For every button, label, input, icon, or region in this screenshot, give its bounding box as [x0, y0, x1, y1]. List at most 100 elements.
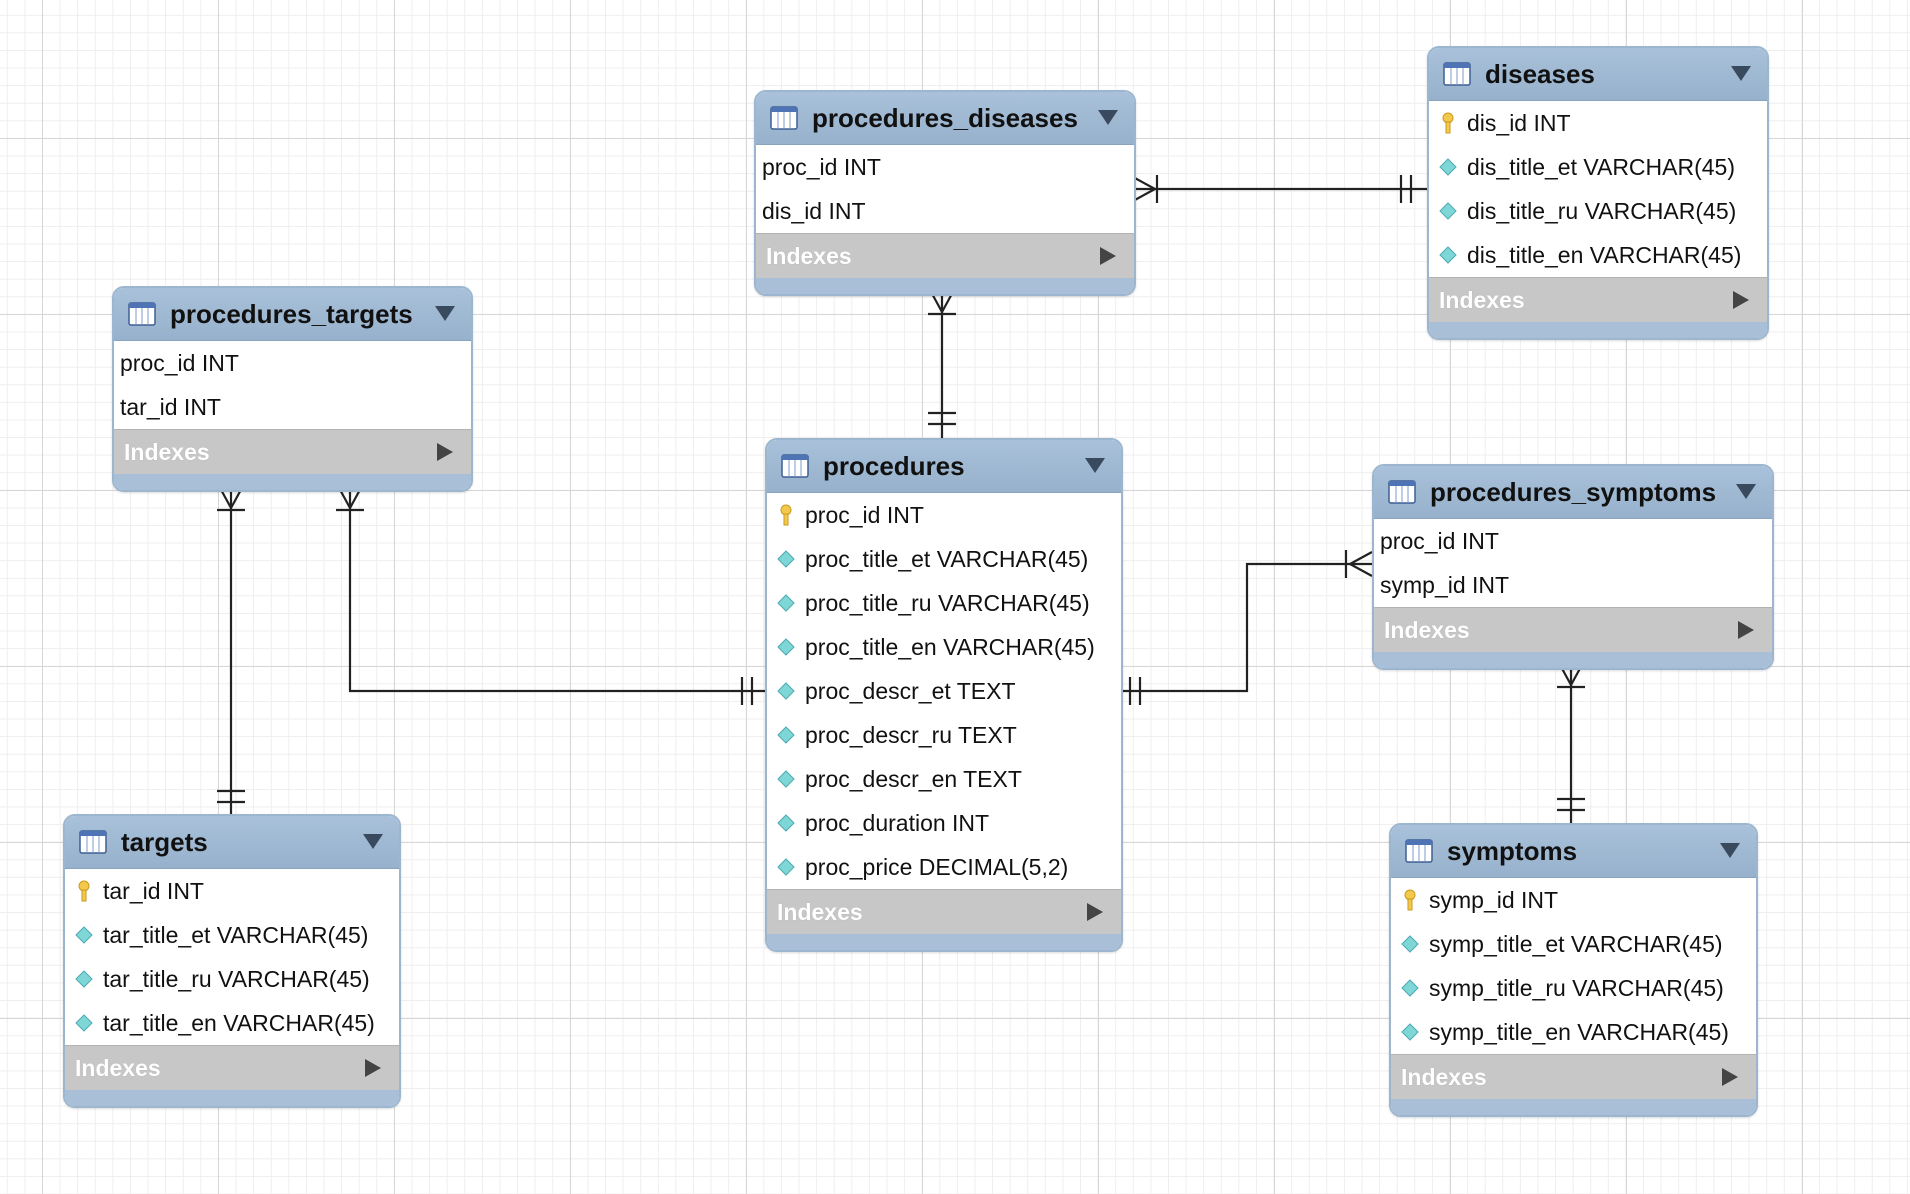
column-row[interactable]: proc_id INT — [1374, 519, 1772, 563]
column-label: dis_id INT — [1467, 109, 1571, 136]
column-row[interactable]: symp_id INT — [1374, 563, 1772, 607]
indexes-bar[interactable]: Indexes — [114, 429, 471, 474]
diamond-icon — [777, 726, 795, 744]
column-row[interactable]: tar_title_et VARCHAR(45) — [65, 913, 399, 957]
dropdown-triangle-icon[interactable] — [363, 834, 383, 850]
column-row[interactable]: tar_title_en VARCHAR(45) — [65, 1001, 399, 1045]
table-footer — [114, 474, 471, 490]
column-row[interactable]: dis_title_en VARCHAR(45) — [1429, 233, 1767, 277]
table-header[interactable]: procedures_symptoms — [1374, 466, 1772, 519]
column-label: tar_title_ru VARCHAR(45) — [103, 965, 370, 992]
table-title: procedures_symptoms — [1430, 476, 1717, 507]
table-icon — [79, 830, 107, 854]
diamond-icon — [1439, 158, 1457, 176]
table-targets[interactable]: targets tar_id INT tar_title_et VARCHAR(… — [63, 814, 401, 1108]
relationship-procedures-symptoms-to-procedures[interactable] — [1119, 550, 1373, 705]
key-icon — [1404, 889, 1416, 911]
column-row[interactable]: dis_title_et VARCHAR(45) — [1429, 145, 1767, 189]
dropdown-triangle-icon[interactable] — [1085, 458, 1105, 474]
column-row[interactable]: dis_id INT — [1429, 101, 1767, 145]
indexes-label: Indexes — [1401, 1063, 1487, 1090]
indexes-bar[interactable]: Indexes — [1429, 277, 1767, 322]
column-label: proc_id INT — [762, 153, 881, 180]
table-header[interactable]: procedures_diseases — [756, 92, 1134, 145]
indexes-label: Indexes — [766, 242, 852, 269]
table-header[interactable]: procedures — [767, 440, 1121, 493]
table-procedures-diseases[interactable]: procedures_diseases proc_id INT dis_id I… — [754, 90, 1136, 296]
relationship-procedures-diseases-to-procedures[interactable] — [928, 289, 956, 439]
column-row[interactable]: symp_title_et VARCHAR(45) — [1391, 922, 1756, 966]
table-header[interactable]: diseases — [1429, 48, 1767, 101]
expand-arrow-icon[interactable] — [1087, 903, 1103, 921]
column-row[interactable]: proc_descr_en TEXT — [767, 757, 1121, 801]
indexes-bar[interactable]: Indexes — [756, 233, 1134, 278]
table-title: procedures_targets — [170, 298, 413, 329]
column-label: dis_title_et VARCHAR(45) — [1467, 153, 1736, 180]
dropdown-triangle-icon[interactable] — [1720, 843, 1740, 859]
key-icon — [78, 880, 90, 902]
table-title: procedures_diseases — [812, 102, 1078, 133]
column-row[interactable]: symp_title_ru VARCHAR(45) — [1391, 966, 1756, 1010]
column-row[interactable]: symp_title_en VARCHAR(45) — [1391, 1010, 1756, 1054]
column-row[interactable]: proc_duration INT — [767, 801, 1121, 845]
table-header[interactable]: procedures_targets — [114, 288, 471, 341]
diamond-icon — [1439, 202, 1457, 220]
diamond-icon — [1439, 246, 1457, 264]
table-footer — [1374, 652, 1772, 668]
column-label: symp_id INT — [1380, 571, 1510, 598]
table-diseases[interactable]: diseases dis_id INT dis_title_et VARCHAR… — [1427, 46, 1769, 340]
relationship-procedures-targets-to-procedures[interactable] — [336, 485, 765, 705]
relationship-procedures-diseases-to-diseases[interactable] — [1132, 175, 1427, 203]
column-row[interactable]: proc_title_ru VARCHAR(45) — [767, 581, 1121, 625]
column-row[interactable]: symp_id INT — [1391, 878, 1756, 922]
diamond-icon — [777, 550, 795, 568]
table-title: diseases — [1485, 58, 1595, 89]
indexes-bar[interactable]: Indexes — [65, 1045, 399, 1090]
column-row[interactable]: proc_id INT — [756, 145, 1134, 189]
indexes-label: Indexes — [124, 438, 210, 465]
column-row[interactable]: dis_title_ru VARCHAR(45) — [1429, 189, 1767, 233]
relationship-procedures-targets-to-targets[interactable] — [217, 485, 245, 815]
column-row[interactable]: tar_id INT — [65, 869, 399, 913]
table-footer — [767, 934, 1121, 950]
column-row[interactable]: tar_title_ru VARCHAR(45) — [65, 957, 399, 1001]
expand-arrow-icon[interactable] — [1733, 291, 1749, 309]
column-row[interactable]: proc_descr_ru TEXT — [767, 713, 1121, 757]
dropdown-triangle-icon[interactable] — [435, 306, 455, 322]
expand-arrow-icon[interactable] — [1722, 1068, 1738, 1086]
column-row[interactable]: proc_descr_et TEXT — [767, 669, 1121, 713]
column-row[interactable]: proc_title_en VARCHAR(45) — [767, 625, 1121, 669]
expand-arrow-icon[interactable] — [1738, 621, 1754, 639]
table-procedures[interactable]: procedures proc_id INT proc_title_et VAR… — [765, 438, 1123, 952]
relationship-procedures-symptoms-to-symptoms[interactable] — [1557, 662, 1585, 826]
column-row[interactable]: proc_price DECIMAL(5,2) — [767, 845, 1121, 889]
expand-arrow-icon[interactable] — [1100, 247, 1116, 265]
table-footer — [1429, 322, 1767, 338]
column-row[interactable]: dis_id INT — [756, 189, 1134, 233]
expand-arrow-icon[interactable] — [437, 443, 453, 461]
diamond-icon — [75, 1014, 93, 1032]
column-row[interactable]: proc_id INT — [767, 493, 1121, 537]
indexes-bar[interactable]: Indexes — [767, 889, 1121, 934]
column-row[interactable]: tar_id INT — [114, 385, 471, 429]
table-title: targets — [121, 826, 208, 857]
diamond-icon — [777, 682, 795, 700]
column-row[interactable]: proc_id INT — [114, 341, 471, 385]
column-label: dis_title_ru VARCHAR(45) — [1467, 197, 1737, 224]
column-label: proc_descr_et TEXT — [805, 677, 1016, 704]
table-header[interactable]: symptoms — [1391, 825, 1756, 878]
dropdown-triangle-icon[interactable] — [1731, 66, 1751, 82]
column-label: proc_id INT — [805, 501, 924, 528]
table-header[interactable]: targets — [65, 816, 399, 869]
key-icon — [780, 504, 792, 526]
indexes-bar[interactable]: Indexes — [1374, 607, 1772, 652]
expand-arrow-icon[interactable] — [365, 1059, 381, 1077]
table-symptoms[interactable]: symptoms symp_id INT symp_title_et VARCH… — [1389, 823, 1758, 1117]
table-procedures-targets[interactable]: procedures_targets proc_id INT tar_id IN… — [112, 286, 473, 492]
indexes-bar[interactable]: Indexes — [1391, 1054, 1756, 1099]
dropdown-triangle-icon[interactable] — [1098, 110, 1118, 126]
diamond-icon — [75, 926, 93, 944]
column-row[interactable]: proc_title_et VARCHAR(45) — [767, 537, 1121, 581]
table-procedures-symptoms[interactable]: procedures_symptoms proc_id INT symp_id … — [1372, 464, 1774, 670]
dropdown-triangle-icon[interactable] — [1736, 484, 1756, 500]
